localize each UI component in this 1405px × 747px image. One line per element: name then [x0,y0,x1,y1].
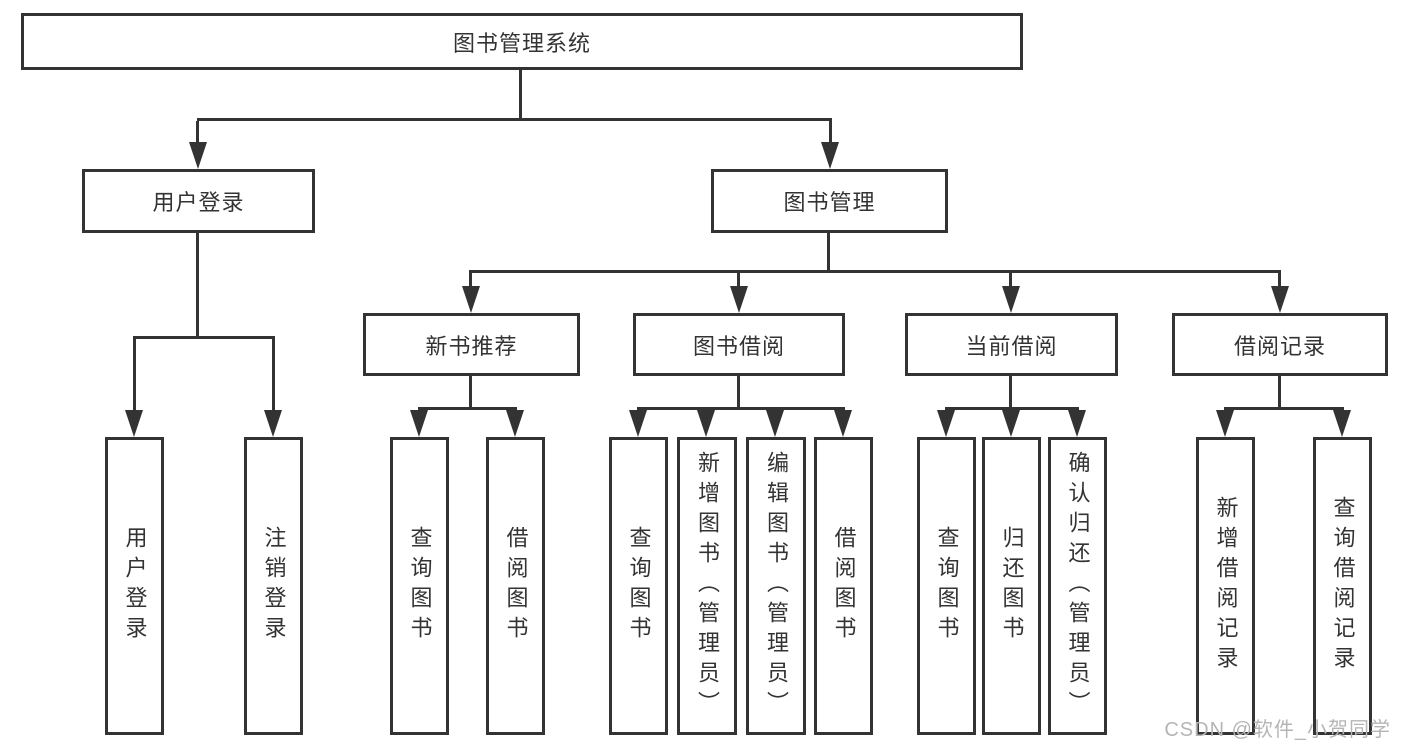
leaf-bb-query-books-label: 查询图书 [626,526,652,646]
connector-drop-current-borrowing [1009,273,1012,286]
connector-userlogin-stem [196,233,199,336]
connector-drop-ul-logout [272,339,275,410]
arrow-down-icon [1068,410,1086,437]
connector-drop-book-management [829,121,832,142]
arrow-down-icon [410,410,428,437]
leaf-br-query-record: 查询借阅记录 [1313,437,1372,735]
leaf-nb-query-books-label: 查询图书 [407,526,433,646]
arrow-down-icon [1002,286,1020,313]
node-book-borrowing: 图书借阅 [633,313,845,376]
leaf-cb-confirm-return-admin-label: 确认归还（管理员） [1065,451,1091,721]
arrow-down-icon [697,410,715,437]
node-book-management: 图书管理 [711,169,948,233]
leaf-bb-add-book-admin: 新增图书（管理员） [677,437,737,735]
arrow-down-icon [264,410,282,437]
connector-currentborrow-stem [1009,376,1012,407]
arrow-down-icon [506,410,524,437]
node-user-login: 用户登录 [82,169,315,233]
arrow-down-icon [730,286,748,313]
connector-newbook-rail [418,407,517,410]
arrow-down-icon [1271,286,1289,313]
node-book-borrowing-label: 图书借阅 [692,333,785,359]
node-borrowing-records-label: 借阅记录 [1233,333,1326,359]
leaf-user-login-label: 用户登录 [122,526,148,646]
connector-bookmgmt-rail [469,270,1281,273]
node-new-book-recommend-label: 新书推荐 [425,333,518,359]
arrow-down-icon [629,410,647,437]
leaf-br-query-record-label: 查询借阅记录 [1330,496,1356,676]
arrow-down-icon [462,286,480,313]
connector-bookborrow-stem [737,376,740,407]
leaf-nb-borrow-books: 借阅图书 [486,437,545,735]
arrow-down-icon [1002,410,1020,437]
node-borrowing-records: 借阅记录 [1172,313,1388,376]
leaf-logout: 注销登录 [244,437,303,735]
leaf-br-add-record: 新增借阅记录 [1196,437,1255,735]
arrow-down-icon [1216,410,1234,437]
arrow-down-icon [1333,410,1351,437]
connector-root-stem [519,70,522,118]
leaf-cb-return-books-label: 归还图书 [999,526,1025,646]
node-current-borrowing: 当前借阅 [905,313,1118,376]
csdn-watermark: CSDN @软件_小贺同学 [1164,719,1391,741]
connector-records-stem [1278,376,1281,407]
leaf-nb-borrow-books-label: 借阅图书 [503,526,529,646]
arrow-down-icon [766,410,784,437]
leaf-bb-borrow-books: 借阅图书 [814,437,873,735]
connector-records-rail [1224,407,1344,410]
leaf-user-login: 用户登录 [105,437,164,735]
leaf-cb-query-books: 查询图书 [917,437,976,735]
node-user-login-label: 用户登录 [152,190,245,215]
connector-bookborrow-rail [637,407,845,410]
connector-currentborrow-rail [945,407,1079,410]
connector-drop-borrowing-records [1278,273,1281,286]
leaf-bb-query-books: 查询图书 [609,437,668,735]
leaf-bb-borrow-books-label: 借阅图书 [831,526,857,646]
connector-drop-new-book [469,273,472,286]
leaf-bb-edit-book-admin-label: 编辑图书（管理员） [764,451,789,721]
leaf-cb-return-books: 归还图书 [982,437,1041,735]
node-new-book-recommend: 新书推荐 [363,313,580,376]
leaf-cb-confirm-return-admin: 确认归还（管理员） [1048,437,1107,735]
leaf-br-add-record-label: 新增借阅记录 [1213,496,1239,676]
arrow-down-icon [189,142,207,169]
leaf-nb-query-books: 查询图书 [390,437,449,735]
arrow-down-icon [937,410,955,437]
leaf-cb-query-books-label: 查询图书 [934,526,960,646]
node-current-borrowing-label: 当前借阅 [965,333,1058,359]
arrow-down-icon [821,142,839,169]
connector-bookmgmt-stem [827,233,830,270]
leaf-logout-label: 注销登录 [261,526,287,646]
node-root: 图书管理系统 [21,13,1023,70]
connector-drop-book-borrowing [737,273,740,286]
connector-drop-user-login [196,121,199,142]
connector-root-rail [197,118,832,121]
arrow-down-icon [834,410,852,437]
leaf-bb-edit-book-admin: 编辑图书（管理员） [746,437,806,735]
leaf-bb-add-book-admin-label: 新增图书（管理员） [695,451,720,721]
node-book-management-label: 图书管理 [783,190,876,215]
connector-drop-ul-login [133,339,136,410]
arrow-down-icon [125,410,143,437]
node-root-label: 图书管理系统 [452,30,591,56]
connector-userlogin-rail [133,336,275,339]
connector-newbook-stem [469,376,472,407]
